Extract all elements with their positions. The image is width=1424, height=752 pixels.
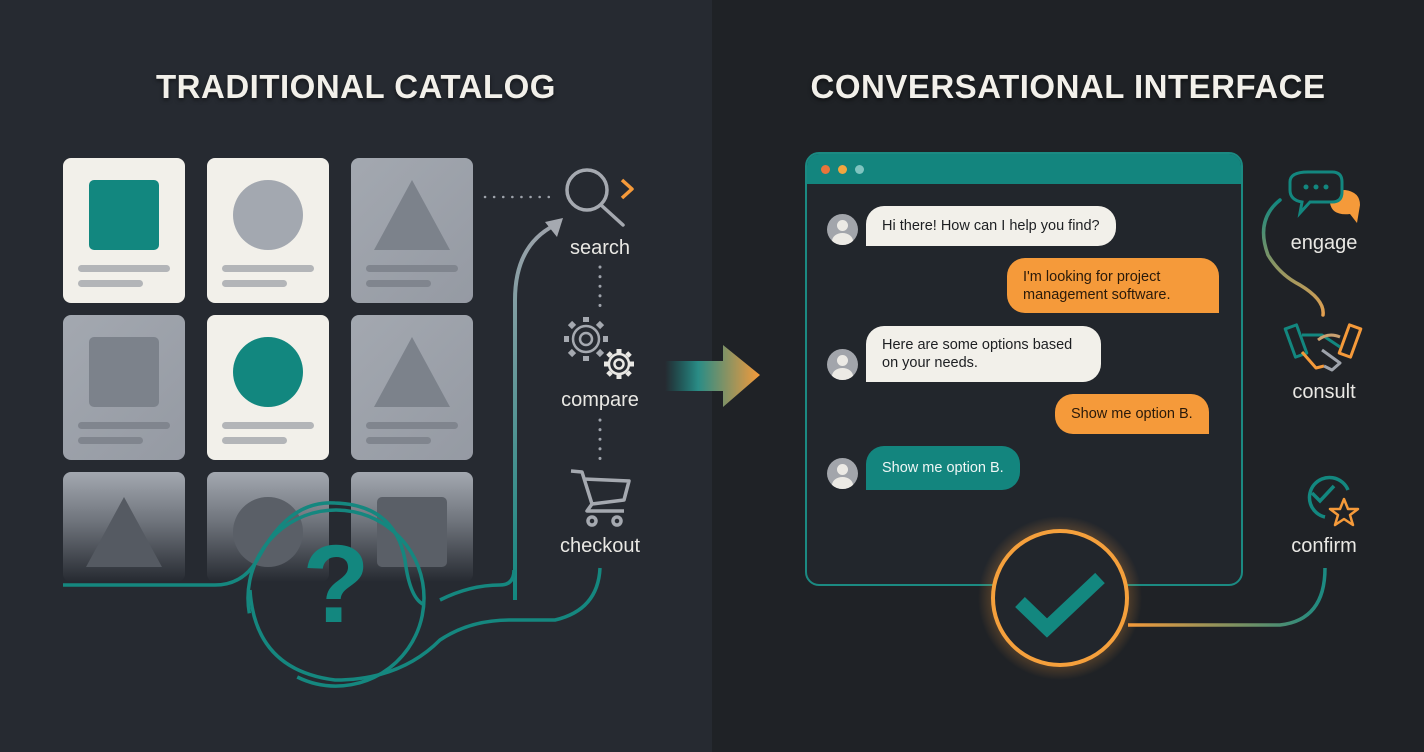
step-confirm-label: confirm [1291,535,1357,557]
card-text-line [78,280,143,287]
message-bot-1: Hi there! How can I help you find? [866,206,1116,246]
window-close-dot[interactable] [821,165,830,174]
card-text-line [78,265,170,272]
card-text-line [78,422,170,429]
message-bot-3: Show me option B. [866,446,1020,490]
chat-window: Hi there! How can I help you find? I'm l… [805,152,1243,586]
step-search-label: search [569,237,631,259]
catalog-card-7[interactable] [63,472,185,582]
bot-avatar [827,349,858,380]
message-user-2: Show me option B. [1055,394,1209,434]
message-bot-2: Here are some options based on your need… [866,326,1101,382]
card-text-line [366,422,458,429]
step-checkout-label: checkout [559,535,641,557]
catalog-card-4[interactable] [63,315,185,460]
window-minimize-dot[interactable] [838,165,847,174]
catalog-card-1[interactable] [63,158,185,303]
step-engage-label: engage [1290,232,1358,254]
bot-avatar [827,458,858,489]
triangle-shape-icon [86,497,162,567]
step-compare-label: compare [561,389,639,411]
chat-window-titlebar [807,154,1241,184]
conversational-interface-title: CONVERSATIONAL INTERFACE [810,68,1326,105]
card-text-line [222,280,287,287]
circle-shape-icon [233,497,303,567]
catalog-card-8[interactable] [207,472,329,582]
card-text-line [366,437,431,444]
catalog-card-2[interactable] [207,158,329,303]
square-shape-icon [377,497,447,567]
step-consult-label: consult [1292,381,1356,403]
bot-avatar [827,214,858,245]
card-text-line [222,437,287,444]
catalog-card-3[interactable] [351,158,473,303]
catalog-card-9[interactable] [351,472,473,582]
triangle-shape-icon [374,337,450,407]
card-text-line [366,265,458,272]
traditional-catalog-title: TRADITIONAL CATALOG [156,68,556,105]
message-user-1: I'm looking for project management softw… [1007,258,1219,313]
catalog-card-6[interactable] [351,315,473,460]
catalog-card-5[interactable] [207,315,329,460]
square-shape-icon [89,337,159,407]
card-text-line [222,265,314,272]
card-text-line [78,437,143,444]
circle-shape-icon [233,337,303,407]
card-text-line [222,422,314,429]
window-maximize-dot[interactable] [855,165,864,174]
triangle-shape-icon [374,180,450,250]
circle-shape-icon [233,180,303,250]
card-text-line [366,280,431,287]
square-shape-icon [89,180,159,250]
